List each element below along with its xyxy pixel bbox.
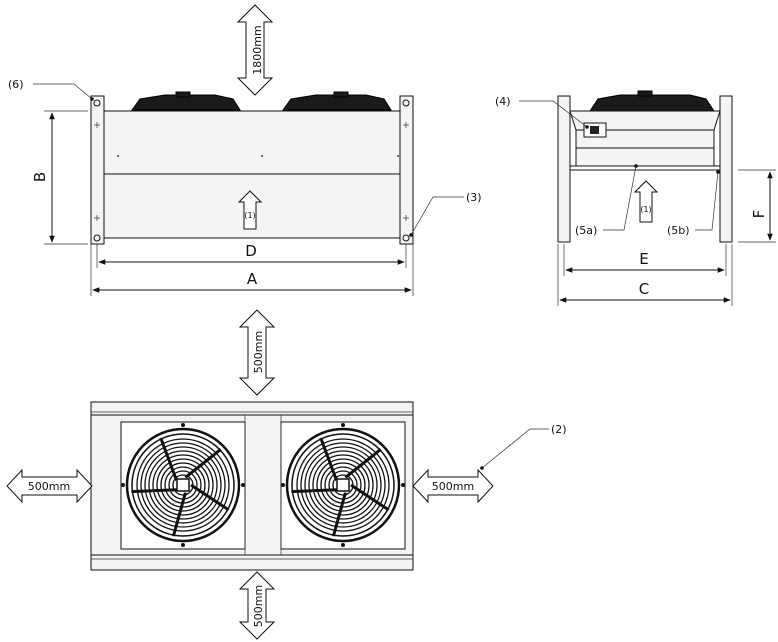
dimension-a-label: A: [247, 270, 258, 288]
front-left-leg: [90, 95, 105, 245]
dimension-b-label: B: [31, 172, 49, 182]
clearance-label-bottom-plan: 500mm: [252, 585, 265, 627]
clearance-arrow-top-plan: 500mm: [238, 309, 276, 396]
clearance-label-top-plan: 500mm: [252, 331, 265, 373]
clearance-label-top-front: 1800mm: [251, 25, 264, 74]
callout-4-label: (4): [495, 95, 511, 108]
dimension-a: A: [90, 244, 414, 296]
front-right-leg: [399, 95, 414, 245]
dimension-d-label: D: [245, 242, 257, 260]
airflow-arrow-front: (1): [237, 190, 263, 230]
fan-guard-right: [281, 423, 405, 547]
side-left-leg: [557, 95, 571, 243]
dimension-f: F: [738, 169, 776, 243]
callout-5a-label: (5a): [575, 224, 597, 237]
plan-view: 500mm 500mm 500mm 500mm: [6, 309, 567, 640]
front-view: 1800mm: [8, 4, 482, 296]
callout-3: (3): [409, 191, 482, 237]
callout-3-label: (3): [466, 191, 482, 204]
dimension-f-label: F: [750, 210, 768, 219]
dimension-e-label: E: [639, 250, 648, 268]
dimension-e: E: [563, 244, 727, 276]
clearance-label-right-plan: 500mm: [432, 480, 474, 493]
callout-2: (2): [480, 423, 567, 470]
side-right-leg: [719, 95, 733, 243]
callout-2-label: (2): [551, 423, 567, 436]
dimension-c: C: [557, 244, 733, 306]
airflow-label-front: (1): [244, 211, 255, 220]
clearance-arrow-bottom-plan: 500mm: [238, 571, 276, 640]
callout-5b-label: (5b): [667, 224, 690, 237]
callout-6-label: (6): [8, 78, 24, 91]
airflow-arrow-side: (1): [633, 180, 659, 223]
clearance-label-left-plan: 500mm: [28, 480, 70, 493]
side-view: (1) E C F (4): [495, 90, 776, 306]
front-fan-housings: [131, 91, 392, 111]
clearance-arrow-top-front: 1800mm: [236, 4, 274, 96]
side-fan-housing: [589, 94, 715, 112]
clearance-arrow-right-plan: 500mm: [412, 468, 494, 504]
fan-guard-left: [121, 423, 245, 547]
dimension-d: D: [96, 242, 407, 268]
callout-6: (6): [8, 78, 94, 101]
callout-5a: (5a): [575, 164, 638, 237]
dimension-b: B: [31, 110, 88, 245]
dimension-c-label: C: [639, 280, 649, 298]
callout-4: (4): [495, 95, 589, 129]
clearance-arrow-left-plan: 500mm: [6, 468, 93, 504]
callout-5b: (5b): [667, 170, 720, 237]
airflow-label-side: (1): [640, 205, 651, 214]
